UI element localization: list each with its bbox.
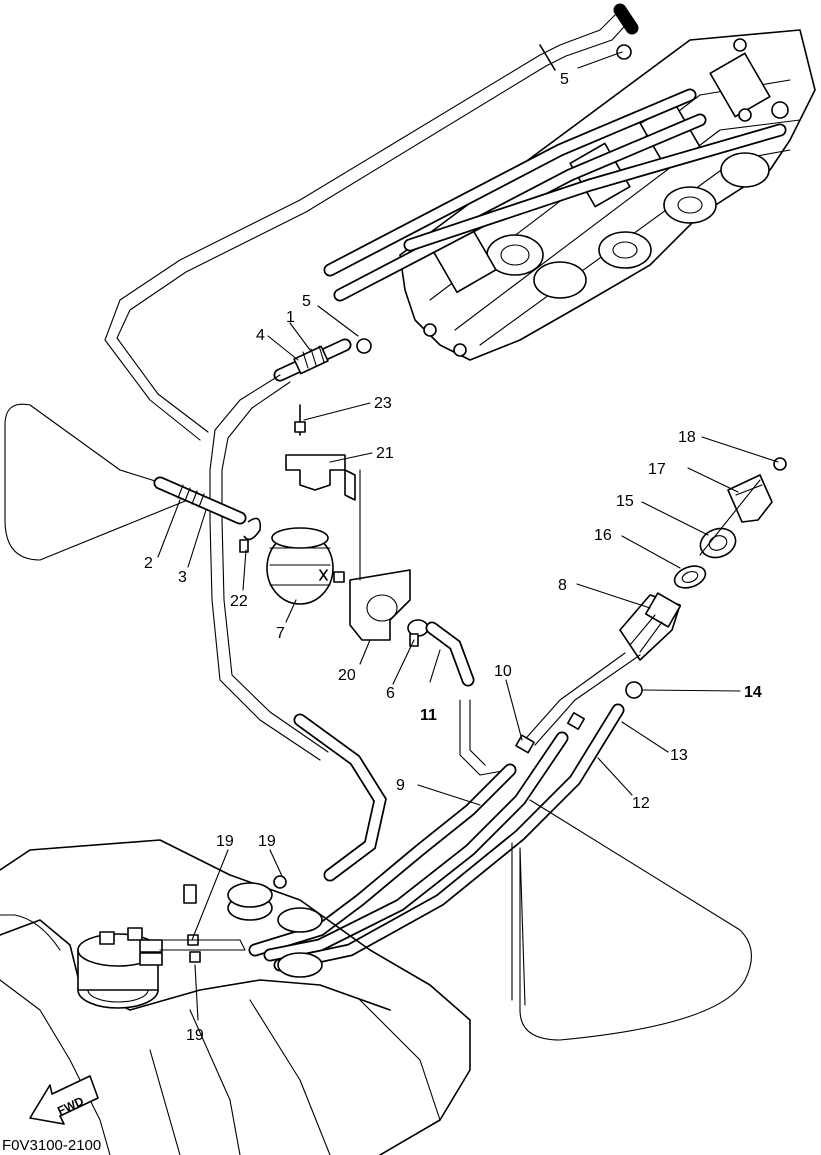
callout-leader-lines [157,51,779,1021]
callout-19-bottom: 19 [186,1027,204,1044]
hose-clamp-5-top [616,44,632,60]
hose-clamp-5-mid [356,338,372,354]
callout-3: 3 [178,569,187,586]
return-hose-long [104,3,639,441]
fwd-direction-arrow: FWD [29,1075,99,1125]
callout-16: 16 [594,527,612,544]
callout-21: 21 [376,445,394,462]
callout-2: 2 [144,555,153,572]
callout-15: 15 [616,493,634,510]
callout-19-left: 19 [216,833,234,850]
pressure-regulator-assembly [519,457,787,746]
reference-outline-right [519,799,752,1041]
callout-6: 6 [386,685,395,702]
callout-8: 8 [558,577,567,594]
callout-labels: 5 1 4 5 23 21 2 3 22 7 20 6 11 8 18 17 1… [144,71,762,1044]
hose-part-11 [425,621,509,776]
callout-20: 20 [338,667,356,684]
callout-5-mid: 5 [302,293,311,310]
callout-1: 1 [286,309,295,326]
fuel-tank [0,839,471,1155]
callout-10: 10 [494,663,512,680]
fuel-filter-assembly [239,404,429,647]
hose-part-2-3 [153,476,247,525]
diagram-code: F0V3100-2100 [2,1137,101,1154]
callout-7: 7 [276,625,285,642]
callout-12: 12 [632,795,650,812]
callout-23: 23 [374,395,392,412]
callout-22: 22 [230,593,248,610]
callout-4: 4 [256,327,265,344]
callout-5-top: 5 [560,71,569,88]
callout-9: 9 [396,777,405,794]
callout-18: 18 [678,429,696,446]
hose-part-1-4 [209,338,372,761]
callout-11: 11 [420,707,437,724]
fuel-rail-hoses [323,88,787,302]
callout-19-right: 19 [258,833,276,850]
reference-outline-left [4,403,201,561]
callout-13: 13 [670,747,688,764]
tank-feed-hoses [248,703,625,972]
callout-17: 17 [648,461,666,478]
callout-14: 14 [744,684,762,701]
